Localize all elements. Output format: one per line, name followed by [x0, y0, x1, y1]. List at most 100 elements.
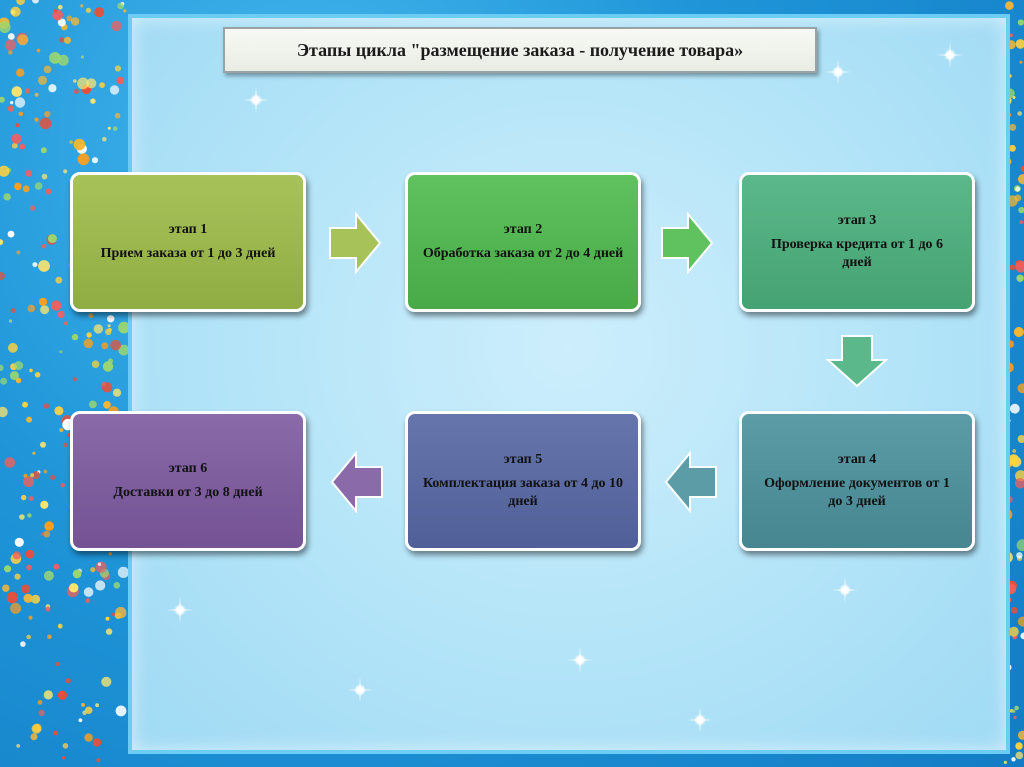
confetti-dot [38, 710, 44, 716]
confetti-dot [108, 324, 111, 327]
confetti-dot [47, 635, 52, 640]
confetti-dot [44, 66, 52, 74]
arrow-1-to-2 [330, 214, 380, 272]
stage-4-text: Оформление документов от 1 до 3 дней [756, 475, 958, 511]
confetti-dot [64, 37, 71, 44]
sparkle [937, 42, 963, 68]
sparkle [567, 647, 593, 673]
confetti-dot [111, 21, 121, 31]
confetti-dot [16, 0, 25, 5]
confetti-dot [39, 298, 47, 306]
confetti-dot [74, 139, 86, 151]
confetti-dot [14, 183, 22, 191]
confetti-dot [24, 474, 28, 478]
confetti-dot [20, 144, 26, 150]
confetti-dot [1018, 617, 1024, 627]
confetti-dot [63, 743, 69, 749]
confetti-dot [15, 538, 24, 547]
confetti-dot [0, 166, 10, 177]
confetti-dot [0, 407, 8, 417]
confetti-dot [72, 334, 78, 340]
confetti-dot [55, 277, 62, 284]
confetti-dot [11, 86, 22, 97]
confetti-dot [30, 473, 34, 477]
confetti-dot [110, 340, 121, 351]
confetti-dot [58, 624, 63, 629]
confetti-dot [94, 7, 104, 17]
stage-4-box: этап 4 Оформление документов от 1 до 3 д… [739, 411, 975, 551]
confetti-dot [93, 738, 102, 747]
confetti-dot [59, 37, 65, 43]
confetti-dot [38, 260, 50, 272]
confetti-dot [54, 406, 63, 415]
confetti-dot [12, 134, 22, 144]
confetti-dot [69, 583, 78, 592]
confetti-dot [53, 731, 58, 736]
confetti-dot [74, 89, 79, 94]
confetti-dot [49, 52, 61, 64]
confetti-dot [1009, 627, 1019, 637]
confetti-dot [1013, 96, 1016, 99]
confetti-dot [8, 33, 15, 40]
confetti-dot [73, 570, 82, 579]
confetti-dot [73, 377, 77, 381]
confetti-dot [44, 470, 48, 474]
confetti-dot [79, 718, 83, 722]
confetti-dot [8, 231, 15, 238]
confetti-dot [11, 10, 16, 15]
confetti-dot [17, 34, 28, 45]
confetti-dot [112, 612, 116, 616]
confetti-dot [62, 756, 65, 759]
confetti-dot [10, 101, 13, 104]
confetti-dot [1012, 710, 1015, 713]
stage-4-number: этап 4 [838, 451, 876, 469]
confetti-dot [14, 574, 20, 580]
confetti-dot [26, 550, 35, 559]
stage-2-text: Обработка заказа от 2 до 4 дней [423, 245, 623, 263]
confetti-dot [80, 4, 83, 7]
confetti-dot [1020, 633, 1024, 640]
confetti-dot [78, 153, 90, 165]
confetti-dot [90, 98, 95, 103]
confetti-dot [101, 342, 108, 349]
confetti-dot [66, 678, 71, 683]
confetti-dot [1018, 19, 1024, 25]
confetti-dot [51, 300, 61, 310]
confetti-dot [1012, 449, 1016, 453]
confetti-dot [16, 250, 20, 254]
stage-1-box: этап 1 Прием заказа от 1 до 3 дней [70, 172, 306, 312]
confetti-dot [108, 127, 111, 130]
confetti-dot [1018, 207, 1024, 213]
confetti-dot [58, 311, 65, 318]
arrow-4-to-5 [666, 453, 716, 511]
confetti-dot [2, 585, 9, 592]
confetti-dot [1017, 111, 1022, 116]
confetti-dot [106, 628, 112, 634]
confetti-dot [7, 592, 18, 603]
confetti-dot [99, 82, 105, 88]
sparkle [687, 707, 713, 733]
confetti-dot [44, 690, 53, 699]
sparkle [825, 59, 851, 85]
confetti-dot [113, 126, 118, 131]
confetti-dot [25, 88, 30, 93]
confetti-dot [59, 428, 63, 432]
confetti-dot [23, 185, 30, 192]
confetti-dot [103, 401, 111, 409]
stage-3-number: этап 3 [838, 212, 876, 230]
confetti-dot [0, 97, 5, 103]
confetti-dot [20, 641, 26, 647]
confetti-dot [53, 564, 59, 570]
confetti-dot [114, 582, 121, 589]
confetti-dot [34, 118, 38, 122]
stage-3-text: Проверка кредита от 1 до 6 дней [756, 236, 958, 272]
confetti-dot [54, 9, 57, 12]
sparkle [243, 87, 269, 113]
arrow-5-to-6 [332, 453, 382, 511]
confetti-dot [27, 513, 31, 517]
stage-6-text: Доставки от 3 до 8 дней [113, 484, 262, 502]
confetti-dot [1011, 607, 1018, 614]
confetti-dot [32, 452, 35, 455]
confetti-dot [25, 170, 32, 177]
confetti-dot [115, 65, 121, 71]
